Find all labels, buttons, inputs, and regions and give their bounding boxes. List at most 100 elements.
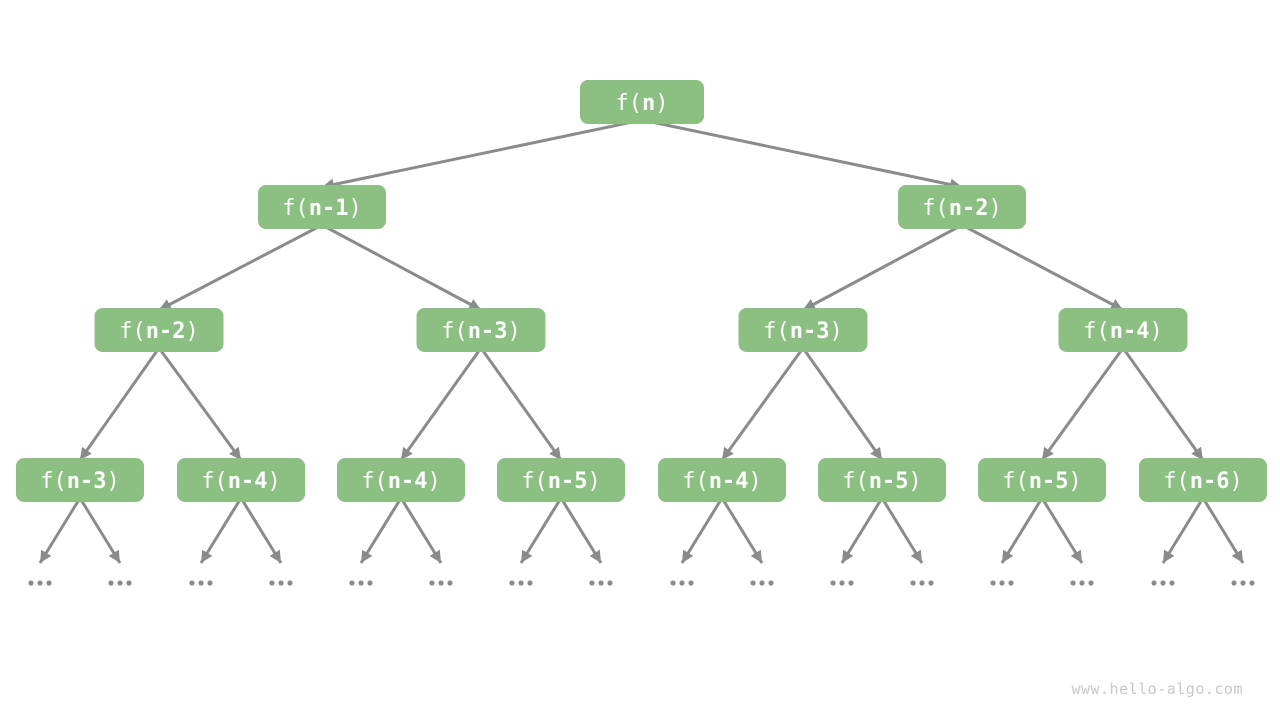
ellipsis-dot xyxy=(910,580,916,586)
ellipsis-node xyxy=(269,580,293,586)
edge-arrow xyxy=(801,347,884,461)
edge-arrow xyxy=(720,497,764,564)
node-box xyxy=(658,458,786,502)
edge-arrow xyxy=(157,347,243,461)
ellipsis-dot xyxy=(598,580,604,586)
ellipsis-node xyxy=(990,580,1014,586)
ellipsis-dot xyxy=(287,580,293,586)
ellipsis-dot xyxy=(1240,580,1246,586)
ellipsis-node xyxy=(349,580,373,586)
ellipsis-dot xyxy=(269,580,275,586)
ellipsis-node xyxy=(1231,580,1255,586)
node-label: f(n-1) xyxy=(282,196,362,221)
ellipsis-dot xyxy=(278,580,284,586)
node-label: f(n-5) xyxy=(842,469,922,494)
node-label: f(n-2) xyxy=(922,196,1002,221)
ellipsis-dot xyxy=(367,580,373,586)
ellipsis-dot xyxy=(999,580,1005,586)
ellipsis-node xyxy=(830,580,854,586)
node-label: f(n) xyxy=(616,91,669,116)
ellipsis-dot xyxy=(990,580,996,586)
edge-arrow xyxy=(38,497,82,564)
node-label: f(n-3) xyxy=(441,319,521,344)
edge-arrow xyxy=(961,223,1124,312)
ellipsis-node xyxy=(910,580,934,586)
node-label: f(n-3) xyxy=(763,319,843,344)
ellipsis-node xyxy=(670,580,694,586)
node-label: f(n-6) xyxy=(1163,469,1243,494)
ellipsis-dot xyxy=(509,580,515,586)
tree-node: f(n-5) xyxy=(497,458,625,502)
edge-arrow xyxy=(880,497,924,564)
tree-node: f(n-4) xyxy=(337,458,465,502)
ellipsis-dot xyxy=(117,580,123,586)
node-label: f(n-4) xyxy=(682,469,762,494)
edge-arrow xyxy=(1161,497,1205,564)
ellipsis-dot xyxy=(750,580,756,586)
node-box xyxy=(1139,458,1267,502)
edge-arrow xyxy=(1040,497,1084,564)
ellipsis-dot xyxy=(607,580,613,586)
ellipsis-dot xyxy=(830,580,836,586)
edge-arrow xyxy=(720,347,805,461)
ellipsis-dot xyxy=(358,580,364,586)
tree-node: f(n) xyxy=(580,80,704,124)
node-box xyxy=(337,458,465,502)
ellipsis-dot xyxy=(126,580,132,586)
ellipsis-node xyxy=(429,580,453,586)
ellipsis-dot xyxy=(768,580,774,586)
edge-arrow xyxy=(1000,497,1044,564)
ellipsis-dot xyxy=(37,580,43,586)
tree-node: f(n-4) xyxy=(658,458,786,502)
node-label: f(n-4) xyxy=(201,469,281,494)
edge-arrow xyxy=(802,223,963,312)
node-label: f(n-5) xyxy=(521,469,601,494)
ellipsis-dot xyxy=(1231,580,1237,586)
ellipsis-dot xyxy=(1160,580,1166,586)
node-box xyxy=(416,308,546,352)
node-box xyxy=(177,458,305,502)
node-box xyxy=(978,458,1106,502)
edge-arrow xyxy=(1040,347,1125,461)
edge-arrow xyxy=(359,497,403,564)
edge-arrow xyxy=(680,497,724,564)
ellipsis-layer xyxy=(28,580,1255,586)
tree-node: f(n-6) xyxy=(1139,458,1267,502)
ellipsis-dot xyxy=(438,580,444,586)
ellipsis-dot xyxy=(1079,580,1085,586)
ellipsis-node xyxy=(108,580,132,586)
edge-arrow xyxy=(321,223,482,312)
edge-arrow xyxy=(559,497,603,564)
edge-arrow xyxy=(1121,347,1205,461)
node-box xyxy=(738,308,868,352)
tree-node: f(n-4) xyxy=(177,458,305,502)
ellipsis-dot xyxy=(848,580,854,586)
edge-arrow xyxy=(78,347,161,461)
tree-node: f(n-2) xyxy=(94,308,224,352)
edge-arrow xyxy=(479,347,563,461)
node-label: f(n-3) xyxy=(40,469,120,494)
ellipsis-node xyxy=(589,580,613,586)
ellipsis-dot xyxy=(928,580,934,586)
ellipsis-dot xyxy=(589,580,595,586)
ellipsis-dot xyxy=(527,580,533,586)
node-box xyxy=(94,308,224,352)
edge-arrow xyxy=(840,497,884,564)
node-box xyxy=(497,458,625,502)
edge-arrow xyxy=(399,347,483,461)
ellipsis-node xyxy=(28,580,52,586)
node-box xyxy=(580,80,704,124)
edge-arrow xyxy=(641,118,963,191)
ellipsis-dot xyxy=(1070,580,1076,586)
tree-node: f(n-4) xyxy=(1058,308,1188,352)
ellipsis-dot xyxy=(919,580,925,586)
watermark: www.hello-algo.com xyxy=(1071,680,1243,698)
ellipsis-node xyxy=(1070,580,1094,586)
node-box xyxy=(258,185,386,229)
ellipsis-dot xyxy=(688,580,694,586)
node-label: f(n-5) xyxy=(1002,469,1082,494)
edge-arrow xyxy=(199,497,243,564)
tree-node: f(n-2) xyxy=(898,185,1026,229)
ellipsis-dot xyxy=(1169,580,1175,586)
